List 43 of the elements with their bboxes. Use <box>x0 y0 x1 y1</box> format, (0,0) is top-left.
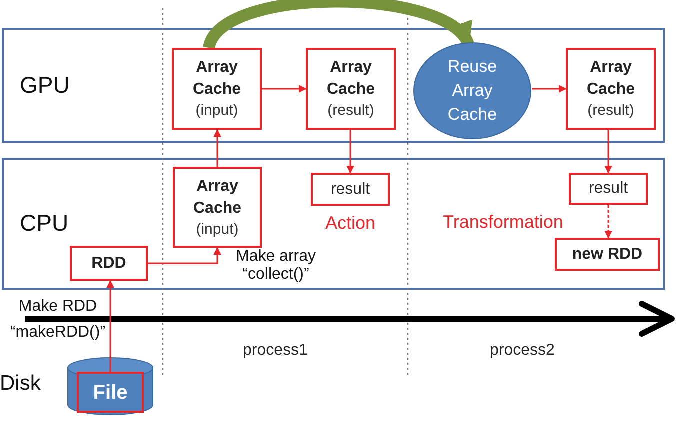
edge-label: Make RDD “makeRDD()” <box>9 297 107 343</box>
storage-label: Disk <box>0 372 41 396</box>
box-subtitle: (result) <box>328 101 374 121</box>
arrow <box>262 85 307 93</box>
box-subtitle: (input) <box>196 101 238 121</box>
edge-label: Make array “collect()” <box>234 248 318 284</box>
box-subtitle: (result) <box>588 101 634 121</box>
processor-band <box>2 158 665 290</box>
operation-label: Action <box>324 213 377 234</box>
process-box <box>70 246 148 281</box>
arrow <box>148 247 222 264</box>
box-title: Array Cache <box>192 58 242 100</box>
box-title: Array Cache <box>586 58 636 100</box>
processor-band <box>2 28 665 143</box>
node-text: Reuse Array Cache <box>446 56 498 126</box>
arrow <box>604 130 612 174</box>
arrow <box>214 129 222 167</box>
process-box <box>173 167 262 248</box>
file-box <box>77 372 144 413</box>
box-title: new RDD <box>572 244 643 264</box>
box-title: Array Cache <box>326 58 376 100</box>
process-box <box>555 238 660 271</box>
process-box <box>569 173 648 205</box>
box-title: RDD <box>92 254 126 274</box>
arrow <box>346 130 354 174</box>
process-box <box>172 48 262 130</box>
box-title: Array Cache <box>192 176 243 218</box>
arrow <box>532 85 567 93</box>
process-label: process2 <box>490 342 555 360</box>
arrow <box>106 280 114 372</box>
band-label: CPU <box>20 210 69 237</box>
process-label: process1 <box>243 342 308 360</box>
process-box <box>566 48 656 130</box>
cache-ellipse <box>413 42 532 140</box>
box-subtitle: (input) <box>196 220 239 240</box>
curved-arrow <box>204 0 474 51</box>
box-title: File <box>93 382 128 404</box>
operation-label: Transformation <box>443 212 564 233</box>
box-title: result <box>588 179 628 199</box>
band-label: GPU <box>20 72 70 98</box>
arrow <box>604 205 612 239</box>
process-box <box>306 48 396 130</box>
box-title: result <box>330 180 370 200</box>
